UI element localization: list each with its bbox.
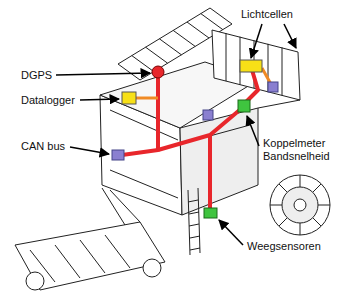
callout-label: Koppelmeter Bandsnelheid xyxy=(262,137,344,163)
datalogger-box xyxy=(122,92,136,104)
can-node xyxy=(112,150,124,160)
callout-label: CAN bus xyxy=(20,140,66,153)
leader-arrows xyxy=(56,24,296,245)
can-node xyxy=(268,82,278,92)
gps-antenna xyxy=(152,66,164,78)
wiring xyxy=(122,70,258,212)
can-node xyxy=(203,110,213,120)
callout-label: Weegsensoren xyxy=(246,240,322,253)
weigh-sensor xyxy=(204,208,217,218)
callout-label: DGPS xyxy=(20,69,53,82)
light-cell xyxy=(240,60,262,72)
callout-label: Datalogger xyxy=(20,94,76,107)
callout-label: Lichtcellen xyxy=(240,8,294,21)
speed-sensor xyxy=(238,100,250,112)
wire-orange xyxy=(136,97,158,100)
